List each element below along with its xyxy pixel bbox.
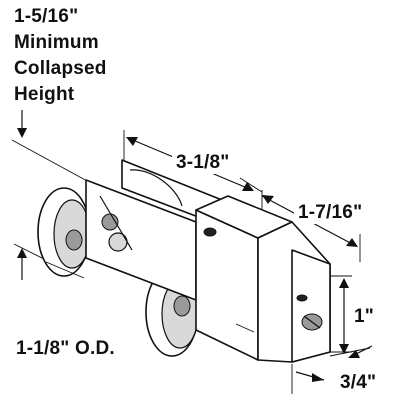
adjustment-slot [129, 169, 183, 207]
housing-top-hole [203, 227, 217, 237]
length-arrow-right [242, 182, 254, 191]
housing-height-arrow-top [339, 278, 349, 288]
housing-slot [235, 323, 255, 333]
min-height-label-line3: Height [14, 84, 75, 105]
roller-assembly [37, 159, 331, 363]
width-label: 1-7/16" [298, 202, 362, 223]
min-height-label-line1: Minimum [14, 32, 99, 53]
rear-wheel-hub [65, 229, 83, 251]
min-collapsed-height-callout: 1-5/16" Minimum Collapsed Height [11, 6, 107, 280]
length-arrow-left [126, 137, 138, 146]
housing-width-extension-right [329, 347, 371, 357]
housing-height-label: 1" [354, 306, 374, 327]
min-height-arrow-top [17, 128, 27, 138]
housing-height-arrow-bottom [339, 344, 349, 354]
min-height-label-line2: Collapsed [14, 58, 107, 79]
housing-width-arrow-right [348, 350, 360, 358]
min-height-arrow-bottom [17, 248, 27, 258]
width-label-backdrop [294, 198, 374, 224]
wheel-od-label: 1-1/8" O.D. [16, 338, 115, 359]
length-extension-right [239, 177, 263, 193]
length-dimension: 3-1/8" [123, 130, 263, 193]
wheel-od-dimension: 1-1/8" O.D. [16, 261, 115, 359]
end-screw-slot [303, 315, 321, 329]
width-arrow-left [262, 195, 274, 204]
housing-width-arrow-left [312, 373, 324, 382]
housing-width-label: 3/4" [340, 372, 376, 393]
front-wheel-hub [173, 295, 191, 317]
width-dimension: 1-7/16" [261, 190, 374, 262]
length-label-backdrop [172, 148, 246, 174]
end-cap-hole [296, 294, 308, 302]
length-label: 3-1/8" [176, 152, 230, 173]
housing-width-dimension: 3/4" [291, 345, 376, 394]
wheel-od-extension [45, 261, 85, 279]
housing-end-cap [291, 249, 331, 363]
housing-height-dimension: 1" [330, 275, 374, 354]
lever-edge [99, 195, 133, 251]
adjustment-screw [108, 232, 128, 252]
min-height-value: 1-5/16" [14, 6, 78, 27]
width-arrow-right [346, 238, 358, 247]
